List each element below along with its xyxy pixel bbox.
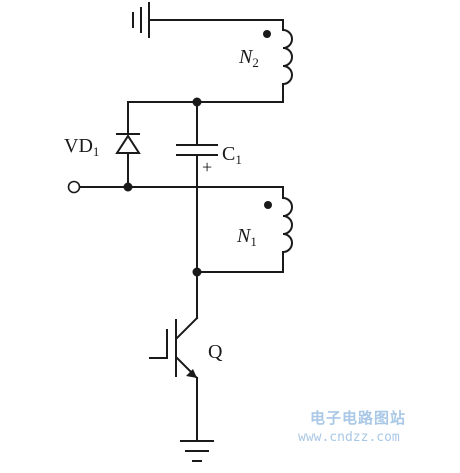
label-q: Q xyxy=(208,341,223,363)
n2-top-wire xyxy=(148,19,284,31)
label-c1-polarity: + xyxy=(202,157,213,177)
transistor-q xyxy=(149,271,199,442)
bottom-ground-symbol xyxy=(180,440,214,462)
n2-bottom-wire xyxy=(127,101,284,135)
n1-polarity-dot xyxy=(264,201,272,209)
capacitor-c1 xyxy=(176,144,218,156)
n2-polarity-dot xyxy=(263,30,271,38)
watermark-site-name: 电子电路图站 xyxy=(310,409,407,427)
n2-coil xyxy=(263,28,293,103)
label-n2: N2 xyxy=(239,46,259,70)
junction-diode xyxy=(123,182,133,192)
n1-coil xyxy=(264,196,293,273)
label-c1: C1 xyxy=(222,143,242,167)
diode-vd1 xyxy=(115,133,141,188)
watermark-url: www.cndzz.com xyxy=(298,430,400,445)
label-n1: N1 xyxy=(237,225,257,249)
n1-top-wire xyxy=(196,186,284,199)
top-ground-symbol xyxy=(132,2,150,38)
input-terminal xyxy=(67,180,81,194)
label-vd1: VD1 xyxy=(64,135,100,159)
